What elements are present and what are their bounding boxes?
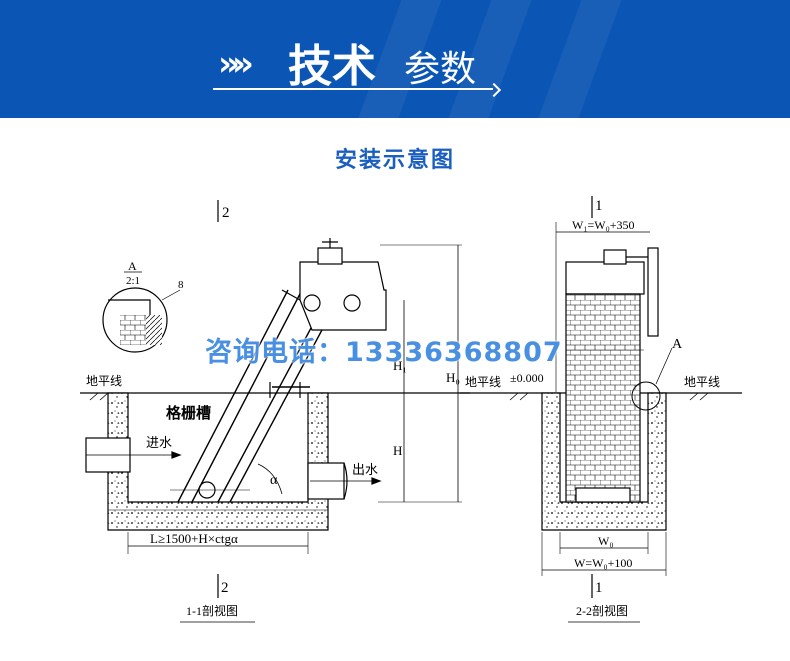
banner-title-bold: 技术 [288, 41, 376, 92]
arrow-icon [371, 477, 382, 485]
detail-a-scale: 2:1 [126, 275, 140, 287]
header-banner: »» 技术 参数 [0, 0, 790, 118]
detail-a-label: A [128, 259, 137, 273]
banner-title-light: 参数 [404, 49, 477, 90]
view-caption-1-1: 1-1剖视图 [186, 603, 238, 618]
detail-a-leader [655, 347, 673, 385]
dim-length-label: L≥1500+H×ctgα [150, 531, 238, 546]
ground-hatch [509, 392, 709, 401]
section-1-1-view: 2 2 地平线 格栅槽 进水 出水 [80, 200, 470, 623]
angle-arc [257, 463, 283, 495]
motor [317, 247, 343, 265]
motor [603, 249, 627, 265]
angle-label: α [270, 473, 278, 488]
ground-hatch [89, 392, 109, 401]
detail-a-marker [631, 381, 661, 411]
upper-sprocket [343, 294, 361, 312]
section-mark-bottom: 1 [595, 580, 603, 596]
side-motor-frame [647, 247, 659, 337]
screen-body [565, 293, 641, 503]
detail-a-hatch [146, 315, 162, 345]
arrow-icon [171, 451, 182, 459]
channel-label: 格栅槽 [166, 404, 211, 422]
detail-a-dim: 8 [178, 279, 184, 291]
dim-h-label: H [393, 443, 402, 458]
dim-w1-label: W₁=W₀+350 [572, 218, 635, 232]
detail-a-grid [120, 315, 146, 345]
section-mark-bottom: 2 [221, 580, 229, 596]
motor-shaft [322, 238, 338, 248]
upper-sprocket [303, 294, 321, 312]
drive-housing [299, 261, 387, 331]
ground-label-left: 地平线 [465, 375, 501, 389]
diagram-title: 安装示意图 [334, 148, 455, 173]
section-mark-top: 2 [222, 205, 230, 221]
section-mark-top: 1 [595, 198, 603, 214]
detail-a-edge [108, 299, 151, 315]
banner-underline [213, 88, 493, 90]
detail-a-leader [161, 289, 181, 301]
dim-h1-label: H₁ [393, 358, 407, 373]
view-caption-2-2: 2-2剖视图 [576, 603, 628, 618]
ground-label-right: 地平线 [684, 375, 720, 389]
channel-wall [541, 392, 667, 531]
ground-label: 地平线 [86, 374, 122, 388]
screen-frame-line [191, 289, 303, 503]
discharge-plate [281, 289, 301, 301]
dim-h0-label: H₀ [446, 370, 460, 385]
elevation-label: ±0.000 [510, 371, 544, 385]
screen-frame-line [217, 299, 327, 503]
section-2-2-view: 1 1 W₁=W₀+350 地平线 地平线 ±0.000 A [460, 196, 742, 623]
outlet-label: 出水 [352, 462, 378, 477]
dim-w0-label: W₀ [598, 534, 614, 548]
detail-a-label: A [672, 337, 683, 352]
screen-frame-line [229, 299, 339, 503]
dim-w-label: W=W₀+100 [574, 556, 632, 570]
drive-housing [565, 261, 645, 295]
screen-frame-line [177, 289, 289, 503]
phone-watermark: 咨询电话：13336368807 [205, 337, 563, 368]
inlet-label: 进水 [146, 435, 172, 450]
channel-wall [107, 392, 329, 531]
screen-bottom [575, 487, 631, 503]
